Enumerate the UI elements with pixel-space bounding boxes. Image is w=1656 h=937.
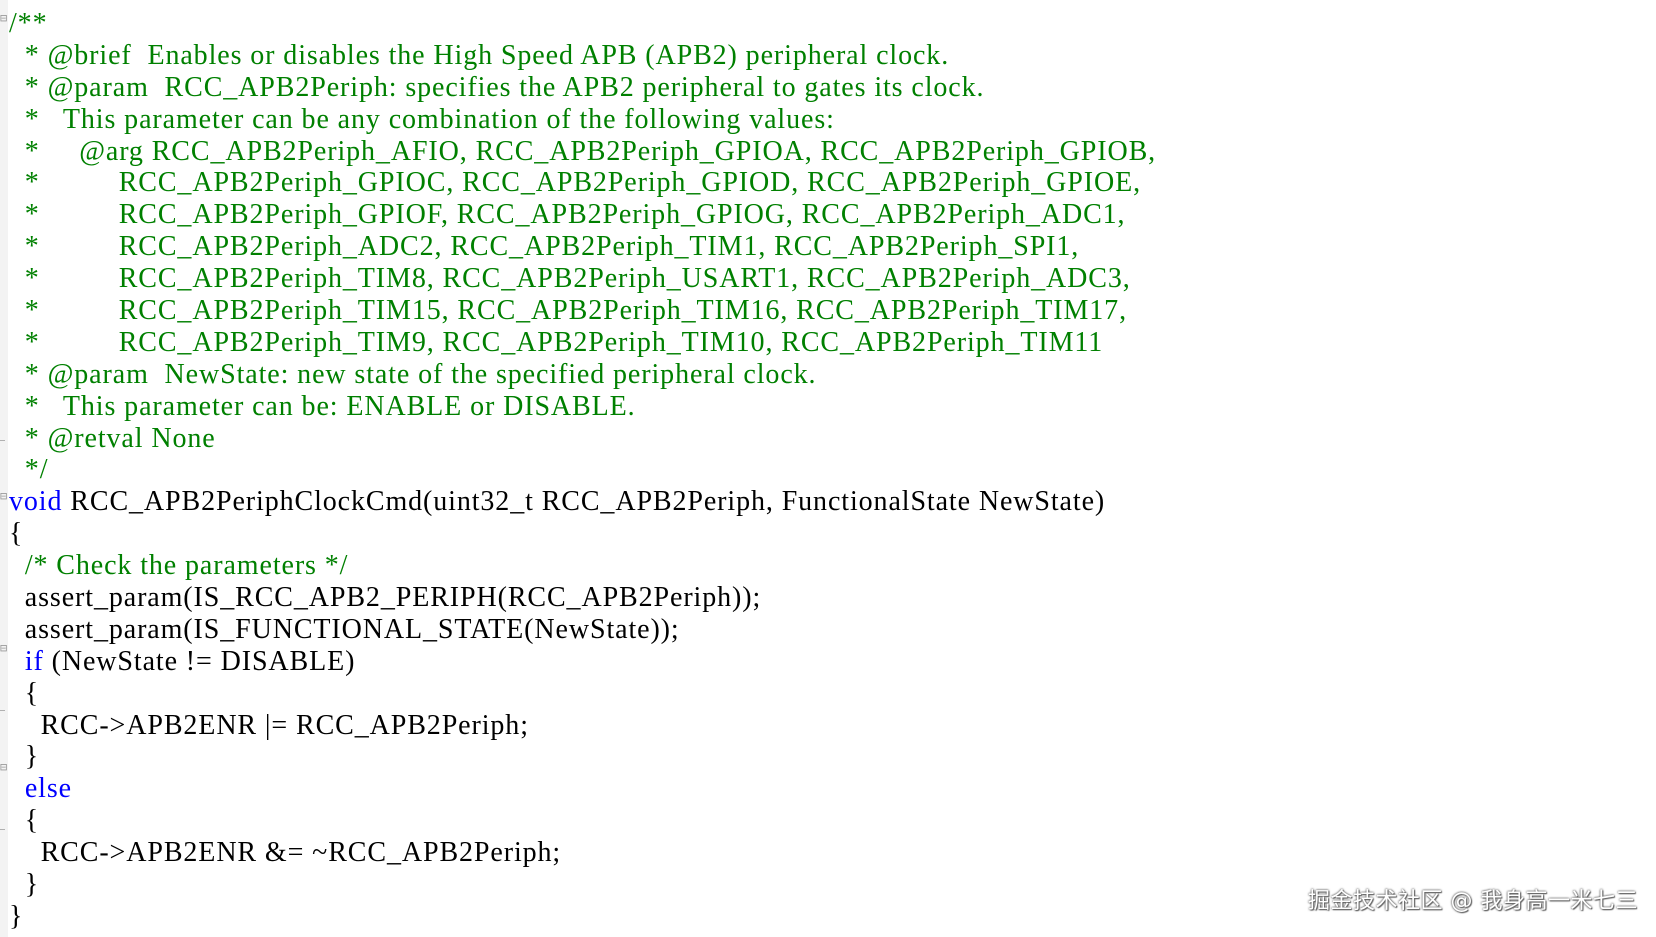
code-line[interactable]: * @param RCC_APB2Periph: specifies the A…	[9, 72, 1156, 104]
code-line[interactable]: /* Check the parameters */	[9, 550, 1156, 582]
fold-gutter: ⊟ ⊟ ⊟ ⊟	[0, 0, 8, 937]
code-line[interactable]: else	[9, 773, 1156, 805]
code-line[interactable]: if (NewState != DISABLE)	[9, 646, 1156, 678]
code-comment: * @retval None	[9, 422, 216, 454]
fold-end-marker	[0, 440, 5, 441]
fold-marker-icon[interactable]: ⊟	[0, 11, 8, 25]
code-text: RCC->APB2ENR &= ~RCC_APB2Periph;	[9, 837, 562, 869]
code-comment: */	[9, 454, 49, 486]
code-text: }	[9, 869, 40, 901]
code-line[interactable]: * RCC_APB2Periph_TIM8, RCC_APB2Periph_US…	[9, 263, 1156, 295]
code-line[interactable]: assert_param(IS_RCC_APB2_PERIPH(RCC_APB2…	[9, 582, 1156, 614]
code-text: (NewState != DISABLE)	[43, 645, 356, 677]
code-line[interactable]: RCC->APB2ENR &= ~RCC_APB2Periph;	[9, 837, 1156, 869]
code-line[interactable]: void RCC_APB2PeriphClockCmd(uint32_t RCC…	[9, 486, 1156, 518]
code-line[interactable]: * @brief Enables or disables the High Sp…	[9, 40, 1156, 72]
watermark: 掘金技术社区 @ 我身高一米七三	[1308, 889, 1638, 914]
fold-marker-icon[interactable]: ⊟	[0, 489, 8, 503]
code-line[interactable]: {	[9, 678, 1156, 710]
fold-end-marker	[0, 710, 5, 711]
code-comment: * This parameter can be: ENABLE or DISAB…	[9, 390, 636, 422]
code-comment: * @brief Enables or disables the High Sp…	[9, 39, 950, 71]
code-line[interactable]: * @retval None	[9, 423, 1156, 455]
fold-end-marker	[0, 829, 5, 830]
code-text: assert_param(IS_FUNCTIONAL_STATE(NewStat…	[9, 613, 680, 645]
code-comment: * @param NewState: new state of the spec…	[9, 358, 817, 390]
code-comment: /* Check the parameters */	[24, 550, 349, 582]
code-text: RCC_APB2PeriphClockCmd(uint32_t RCC_APB2…	[62, 486, 1106, 518]
code-text: assert_param(IS_RCC_APB2_PERIPH(RCC_APB2…	[9, 582, 762, 614]
code-line[interactable]: }	[9, 869, 1156, 901]
code-area[interactable]: /** * @brief Enables or disables the Hig…	[9, 8, 1156, 933]
code-comment: * RCC_APB2Periph_TIM15, RCC_APB2Periph_T…	[9, 295, 1127, 327]
code-comment: * RCC_APB2Periph_TIM8, RCC_APB2Periph_US…	[9, 263, 1131, 295]
code-text: {	[9, 518, 24, 550]
code-line[interactable]: * RCC_APB2Periph_GPIOF, RCC_APB2Periph_G…	[9, 199, 1156, 231]
code-line[interactable]: */	[9, 454, 1156, 486]
code-text: }	[9, 741, 40, 773]
fold-marker-icon[interactable]: ⊟	[0, 641, 8, 655]
code-line[interactable]: {	[9, 518, 1156, 550]
code-text	[9, 773, 25, 804]
code-line[interactable]: RCC->APB2ENR |= RCC_APB2Periph;	[9, 710, 1156, 742]
code-comment: * @param RCC_APB2Periph: specifies the A…	[9, 71, 985, 103]
code-line[interactable]: * RCC_APB2Periph_GPIOC, RCC_APB2Periph_G…	[9, 167, 1156, 199]
code-text	[9, 550, 25, 581]
code-text	[9, 646, 25, 677]
code-line[interactable]: * This parameter can be any combination …	[9, 104, 1156, 136]
code-comment: * RCC_APB2Periph_GPIOF, RCC_APB2Periph_G…	[9, 199, 1126, 231]
code-comment: * RCC_APB2Periph_TIM9, RCC_APB2Periph_TI…	[9, 326, 1104, 358]
code-line[interactable]: /**	[9, 8, 1156, 40]
code-line[interactable]: }	[9, 901, 1156, 933]
code-text: }	[9, 900, 24, 932]
code-line[interactable]: * RCC_APB2Periph_TIM9, RCC_APB2Periph_TI…	[9, 327, 1156, 359]
code-keyword: if	[24, 645, 44, 677]
code-line[interactable]: {	[9, 805, 1156, 837]
code-line[interactable]: }	[9, 741, 1156, 773]
code-comment: /**	[9, 8, 48, 39]
code-line[interactable]: * @arg RCC_APB2Periph_AFIO, RCC_APB2Peri…	[9, 136, 1156, 168]
code-comment: * This parameter can be any combination …	[9, 103, 835, 135]
code-keyword: else	[24, 773, 72, 805]
code-comment: * RCC_APB2Periph_GPIOC, RCC_APB2Periph_G…	[9, 167, 1142, 199]
code-text: {	[9, 805, 40, 837]
code-line[interactable]: * @param NewState: new state of the spec…	[9, 359, 1156, 391]
code-text: RCC->APB2ENR |= RCC_APB2Periph;	[9, 709, 529, 741]
code-line[interactable]: * RCC_APB2Periph_ADC2, RCC_APB2Periph_TI…	[9, 231, 1156, 263]
code-line[interactable]: assert_param(IS_FUNCTIONAL_STATE(NewStat…	[9, 614, 1156, 646]
code-text: {	[9, 677, 40, 709]
fold-marker-icon[interactable]: ⊟	[0, 760, 8, 774]
code-line[interactable]: * This parameter can be: ENABLE or DISAB…	[9, 391, 1156, 423]
code-keyword: void	[9, 486, 63, 518]
code-comment: * @arg RCC_APB2Periph_AFIO, RCC_APB2Peri…	[9, 135, 1157, 167]
code-line[interactable]: * RCC_APB2Periph_TIM15, RCC_APB2Periph_T…	[9, 295, 1156, 327]
code-comment: * RCC_APB2Periph_ADC2, RCC_APB2Periph_TI…	[9, 231, 1080, 263]
